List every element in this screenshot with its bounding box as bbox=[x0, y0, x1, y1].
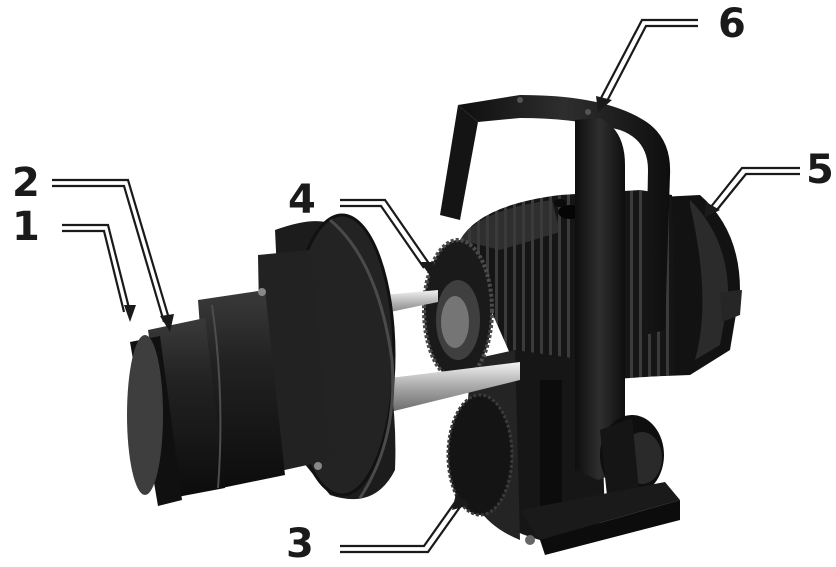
callout-number-4: 4 bbox=[288, 177, 316, 223]
gobo-gear-ring bbox=[422, 238, 494, 382]
lens-barrel bbox=[127, 250, 330, 506]
main-housing bbox=[460, 190, 675, 380]
callout-number-2: 2 bbox=[12, 160, 40, 206]
callout-arrowheads bbox=[124, 96, 720, 510]
callout-number-6: 6 bbox=[718, 1, 746, 47]
base-plate bbox=[520, 482, 680, 555]
tilt-knob bbox=[600, 415, 664, 505]
mounting-bracket bbox=[440, 95, 671, 480]
callout-number-3: 3 bbox=[286, 521, 314, 567]
callout-leaders bbox=[52, 18, 800, 554]
front-plate bbox=[446, 350, 605, 541]
callout-number-5: 5 bbox=[806, 147, 834, 193]
callout-number-1: 1 bbox=[12, 204, 40, 250]
